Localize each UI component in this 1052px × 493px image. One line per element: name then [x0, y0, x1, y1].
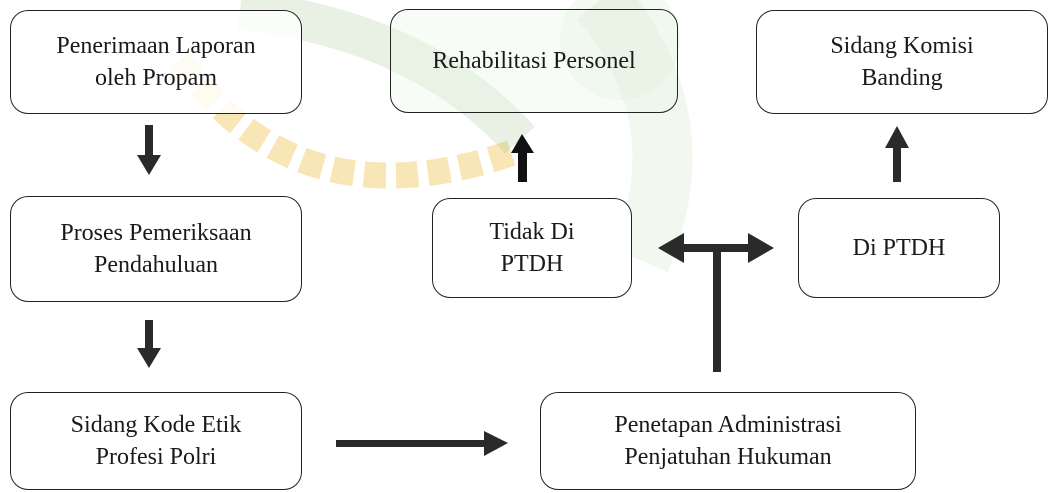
node-di-ptdh-label: Di PTDH	[852, 235, 946, 261]
arrow-sidang-to-penetapan	[336, 431, 508, 456]
node-rehabilitasi-label: Rehabilitasi Personel	[432, 48, 636, 74]
arrow-di-ptdh-to-sidang-komisi	[885, 126, 909, 182]
arrow-penerimaan-to-pemeriksaan	[137, 125, 161, 175]
node-penerimaan-label: Penerimaan Laporan oleh Propam	[56, 33, 256, 91]
arrow-pemeriksaan-to-sidang-kode-etik	[137, 320, 161, 368]
arrow-penetapan-to-decision	[658, 233, 774, 372]
node-tidak-ptdh-label: Tidak Di PTDH	[489, 219, 575, 277]
node-di-ptdh: Di PTDH	[798, 198, 1000, 298]
arrow-tidak-ptdh-to-rehabilitasi	[511, 134, 534, 182]
node-rehabilitasi-personel: Rehabilitasi Personel	[390, 9, 678, 113]
node-sidang-kode-etik-label: Sidang Kode Etik Profesi Polri	[70, 412, 242, 470]
node-penerimaan-laporan: Penerimaan Laporan oleh Propam	[10, 10, 302, 114]
node-proses-pemeriksaan: Proses Pemeriksaan Pendahuluan	[10, 196, 302, 302]
node-tidak-di-ptdh: Tidak Di PTDH	[432, 198, 632, 298]
node-sidang-komisi-banding: Sidang Komisi Banding	[756, 10, 1048, 114]
node-sidang-komisi-label: Sidang Komisi Banding	[830, 33, 974, 91]
node-penetapan-label: Penetapan Administrasi Penjatuhan Hukuma…	[614, 412, 842, 470]
node-penetapan-administrasi: Penetapan Administrasi Penjatuhan Hukuma…	[540, 392, 916, 490]
node-pemeriksaan-label: Proses Pemeriksaan Pendahuluan	[60, 220, 252, 278]
node-sidang-kode-etik: Sidang Kode Etik Profesi Polri	[10, 392, 302, 490]
